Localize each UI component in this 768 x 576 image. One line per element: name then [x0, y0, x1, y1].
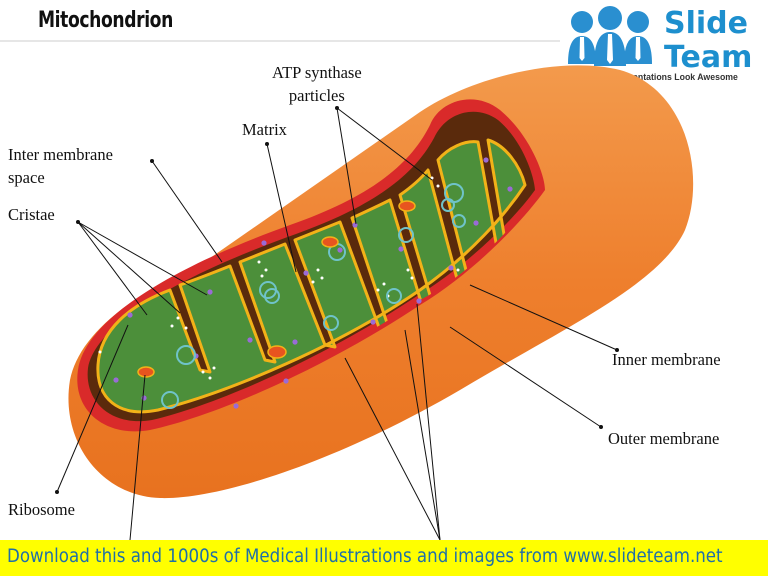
label-ribosome: Ribosome — [8, 500, 75, 519]
label-atp-synthase-line1: ATP synthase — [272, 63, 362, 82]
label-inner-membrane: Inner membrane — [612, 350, 721, 369]
label-inter-membrane: Inter membrane space — [8, 143, 113, 189]
label-atp-synthase: ATP synthase particles — [272, 61, 362, 107]
footer-banner: Download this and 1000s of Medical Illus… — [0, 540, 768, 576]
label-leaders — [56, 107, 618, 540]
logo-word-slide: Slide — [664, 6, 748, 41]
footer-text: Download this and 1000s of Medical Illus… — [7, 546, 723, 567]
label-inter-membrane-line2: space — [8, 168, 45, 187]
label-outer-membrane: Outer membrane — [608, 429, 720, 448]
mitochondrion-diagram — [55, 65, 694, 540]
logo-word-team: Team — [664, 40, 753, 75]
granules — [137, 200, 416, 378]
matrix-cristae — [96, 138, 527, 414]
title-divider — [0, 40, 560, 42]
dna-rings — [161, 183, 466, 409]
page-title: Mitochondrion — [38, 8, 173, 33]
label-inter-membrane-line1: Inter membrane — [8, 145, 113, 164]
people-logo-icon — [568, 6, 652, 66]
label-cristae: Cristae — [8, 205, 55, 224]
label-matrix: Matrix — [242, 120, 287, 139]
slideteam-logo: Slide Team Making Your Presentations Loo… — [560, 2, 760, 86]
logo-tagline: Making Your Presentations Look Awesome — [560, 72, 738, 83]
ribosome-dots — [113, 157, 513, 409]
label-atp-synthase-line2: particles — [288, 86, 345, 105]
